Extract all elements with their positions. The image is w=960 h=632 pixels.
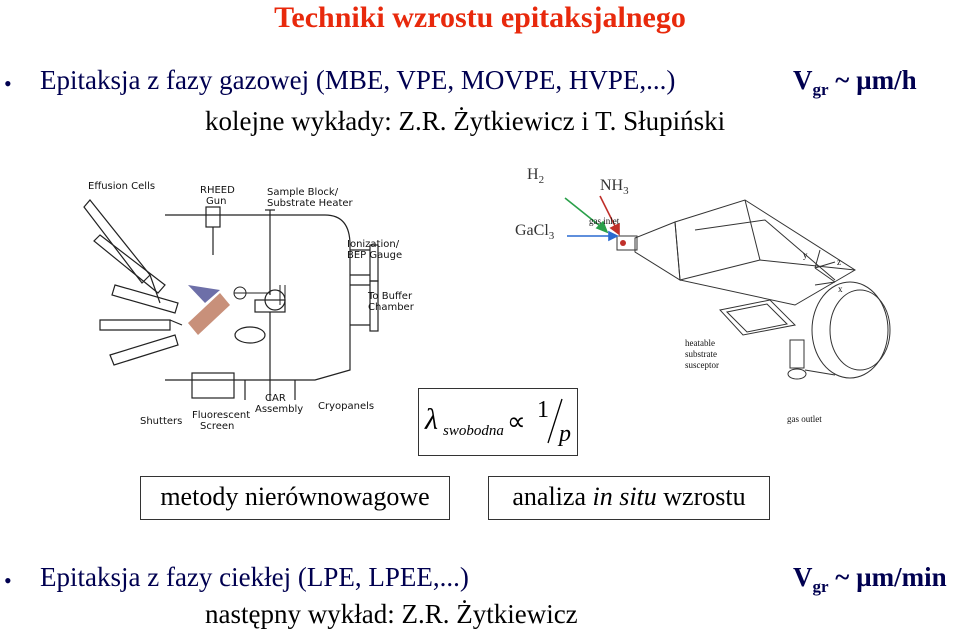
- box-right-italic: in situ: [592, 482, 657, 511]
- section2-lectures: następny wykład: Z.R. Żytkiewicz: [205, 599, 578, 629]
- section2-growth-rate: Vgr ~ µm/min: [793, 561, 947, 603]
- label-rheed-2: Gun: [206, 196, 227, 207]
- formula-subscript: swobodna: [443, 423, 504, 439]
- nh3-arrow: [599, 195, 620, 236]
- label-car-1: CAR: [265, 393, 286, 404]
- label-fluorescent-2: Screen: [200, 421, 235, 432]
- section1-text: Epitaksja z fazy gazowej (MBE, VPE, MOVP…: [40, 65, 676, 95]
- slide-title: Techniki wzrostu epitaksjalnego: [274, 1, 686, 34]
- formula-numerator: 1: [537, 397, 549, 423]
- label-shutters: Shutters: [140, 416, 183, 427]
- label-buffer-2: Chamber: [368, 302, 414, 313]
- vpe-reactor-drawing: [564, 195, 891, 380]
- box-in-situ-analysis: analiza in situ wzrostu: [488, 476, 770, 520]
- box-right-pre: analiza: [512, 482, 593, 511]
- inlet-marker: [620, 240, 626, 246]
- section1-growth-rate: Vgr ~ µm/h: [793, 64, 917, 106]
- section2-bullet: •: [4, 568, 12, 593]
- mbe-chamber-diagram: Effusion Cells RHEED Gun Sample Block/ S…: [70, 175, 420, 435]
- label-rheed-1: RHEED: [200, 185, 235, 196]
- label-h2: H2: [527, 166, 545, 187]
- box-nonequilibrium-methods: metody nierównowagowe: [140, 476, 450, 520]
- molecular-beam-blue: [188, 285, 220, 303]
- formula-denominator: p: [559, 421, 571, 447]
- label-sample-block-1: Sample Block/: [267, 187, 339, 198]
- box-right-post: wzrostu: [656, 482, 746, 511]
- rate-unit-2: ~ µm/min: [835, 562, 947, 592]
- label-gacl3: GaCl3: [515, 222, 555, 243]
- rate-v: V: [793, 65, 813, 95]
- molecular-beam-tan: [188, 293, 230, 335]
- section2-text: Epitaksja z fazy ciekłej (LPE, LPEE,...): [40, 562, 469, 592]
- label-axis-x: x: [838, 284, 843, 294]
- rate-unit: ~ µm/h: [835, 65, 917, 95]
- section1-lectures: kolejne wykłady: Z.R. Żytkiewicz i T. Sł…: [205, 106, 726, 136]
- label-axis-y: y: [803, 250, 808, 260]
- label-axis-z: z: [837, 257, 841, 267]
- mbe-chamber-drawing: [83, 199, 379, 400]
- formula-lambda: λ: [425, 403, 438, 436]
- label-car-2: Assembly: [255, 404, 304, 415]
- rate-v-2: V: [793, 562, 813, 592]
- label-ionization-1: Ionization/: [347, 239, 400, 250]
- label-gas-outlet: gas outlet: [787, 414, 822, 424]
- label-effusion-cells: Effusion Cells: [88, 181, 156, 192]
- vpe-reactor-diagram: H2 NH3 GaCl3 gas inlet gas outlet heatab…: [505, 160, 925, 430]
- formula-fraction-slash: [547, 398, 563, 444]
- label-susceptor-1: heatable: [685, 338, 715, 348]
- label-buffer-1: To Buffer: [368, 291, 413, 302]
- label-susceptor-2: substrate: [685, 349, 717, 359]
- label-cryopanels: Cryopanels: [318, 401, 375, 412]
- rate-sub-2: gr: [812, 577, 829, 596]
- label-nh3: NH3: [600, 177, 629, 198]
- gacl3-arrow: [567, 230, 619, 242]
- label-sample-block-2: Substrate Heater: [267, 198, 353, 209]
- label-susceptor-3: susceptor: [685, 360, 719, 370]
- label-fluorescent-1: Fluorescent: [192, 410, 251, 421]
- label-gas-inlet: gas inlet: [589, 216, 620, 226]
- h2-arrow: [564, 197, 609, 234]
- section1-bullet: •: [4, 71, 12, 96]
- formula-proportional: ∝: [507, 407, 526, 436]
- mean-free-path-formula: λ swobodna ∝ 1 p: [418, 388, 578, 456]
- rate-sub: gr: [812, 80, 829, 99]
- label-ionization-2: BEP Gauge: [347, 250, 403, 261]
